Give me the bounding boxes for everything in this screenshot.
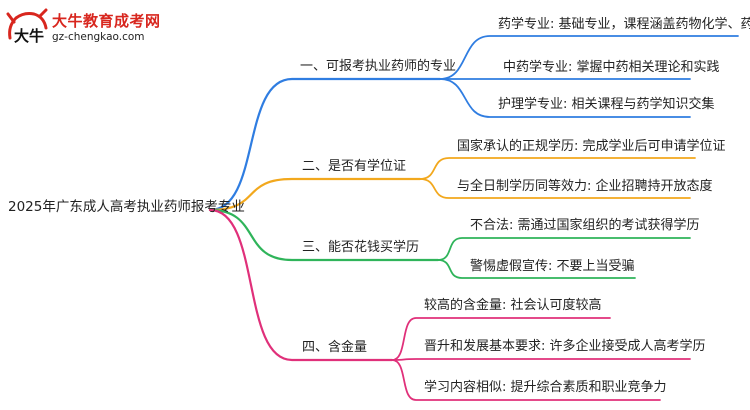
branch-title-1: 一、可报考执业药师的专业 — [300, 59, 457, 74]
root-topic: 2025年广东成人高考执业药师报考专业 — [8, 199, 245, 215]
edge-branch-4-leaf-1 — [391, 317, 611, 361]
edge-root-branch-4 — [208, 208, 394, 362]
leaf-4-3: 学习内容相似: 提升综合素质和职业竞争力 — [424, 380, 667, 395]
leaf-2-1: 国家承认的正规学历: 完成学业后可申请学位证 — [457, 139, 726, 154]
branch-title-4: 四、含金量 — [302, 340, 368, 355]
edge-branch-4-leaf-3 — [391, 359, 661, 401]
edge-branch-3-leaf-1 — [437, 237, 691, 261]
site-logo[interactable]: 大牛 大牛教育成考网 gz-chengkao.com — [4, 8, 204, 48]
leaf-1-1: 药学专业: 基础专业，课程涵盖药物化学、药理学 — [498, 17, 750, 32]
edge-branch-4-leaf-2 — [391, 358, 691, 361]
edge-root-branch-2 — [208, 177, 422, 212]
logo-mark-icon: 大牛 — [6, 8, 48, 45]
edge-root-branch-3 — [208, 208, 440, 262]
branch-title-3: 三、能否花钱买学历 — [302, 240, 420, 255]
edge-branch-3-leaf-2 — [437, 259, 636, 279]
leaf-1-3: 护理学专业: 相关课程与药学知识交集 — [498, 97, 715, 112]
logo-site-url: gz-chengkao.com — [52, 31, 145, 43]
mindmap-edges — [208, 35, 739, 401]
edge-branch-2-leaf-2 — [419, 178, 691, 199]
logo-mark-text: 大牛 — [14, 27, 44, 45]
leaf-3-2: 警惕虚假宣传: 不要上当受骗 — [470, 259, 635, 274]
edge-branch-1-leaf-1 — [439, 35, 739, 80]
leaf-4-1: 较高的含金量: 社会认可度较高 — [424, 298, 602, 313]
branch-title-2: 二、是否有学位证 — [302, 159, 407, 174]
edge-branch-2-leaf-1 — [419, 157, 696, 180]
edge-root-branch-1 — [208, 77, 442, 212]
logo-site-name: 大牛教育成考网 — [52, 12, 161, 30]
edge-branch-1-leaf-3 — [439, 78, 691, 118]
leaf-3-1: 不合法: 需通过国家组织的考试获得学历 — [470, 218, 700, 233]
leaf-1-2: 中药学专业: 掌握中药相关理论和实践 — [503, 60, 720, 75]
leaf-4-2: 晋升和发展基本要求: 许多企业接受成人高考学历 — [424, 339, 706, 354]
leaf-2-2: 与全日制学历同等效力: 企业招聘持开放态度 — [457, 179, 713, 194]
